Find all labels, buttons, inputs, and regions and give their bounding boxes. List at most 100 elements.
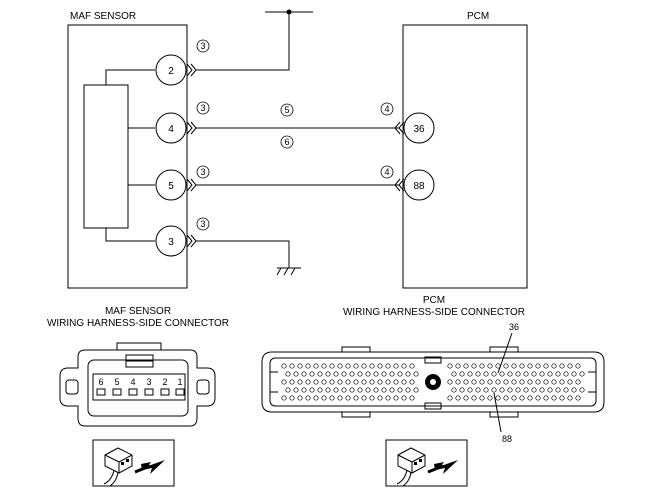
pcm-pin-cavity bbox=[471, 395, 477, 401]
pcm-pin-cavity bbox=[535, 395, 541, 401]
wire-pin3-ground bbox=[186, 234, 290, 268]
pcm-connector-caption: PCM WIRING HARNESS-SIDE CONNECTOR 36 88 bbox=[343, 295, 525, 444]
pcm-pin-cavity bbox=[475, 387, 481, 393]
svg-text:3: 3 bbox=[200, 219, 205, 229]
pcm-pin-cavity bbox=[385, 379, 391, 385]
pcm-pin-cavity bbox=[381, 387, 387, 393]
pcm-pin-cavity bbox=[401, 363, 407, 369]
pcm-pin-cavity bbox=[345, 363, 351, 369]
pcm-pin-cavity bbox=[321, 379, 327, 385]
pcm-pin-cavity bbox=[329, 395, 335, 401]
pcm-pin-cavity bbox=[459, 387, 465, 393]
pcm-pin-cavity bbox=[397, 387, 403, 393]
pcm-pin-cavity bbox=[579, 387, 585, 393]
pcm-pin-cavity bbox=[575, 363, 581, 369]
maf-connector-pins: 6 5 4 3 2 1 bbox=[96, 377, 185, 396]
pcm-pin-cavity bbox=[357, 371, 363, 377]
pcm-pin-cavity bbox=[353, 379, 359, 385]
svg-text:3: 3 bbox=[146, 377, 151, 387]
maf-connector-pin-1: 1 bbox=[175, 377, 185, 396]
pcm-pin-cavity bbox=[511, 363, 517, 369]
maf-pin-4: 4 bbox=[155, 112, 187, 144]
svg-text:4: 4 bbox=[130, 377, 135, 387]
pcm-pin-cavity bbox=[289, 395, 295, 401]
pcm-pin-cavity bbox=[369, 379, 375, 385]
pcm-pin-cavity bbox=[507, 387, 513, 393]
pcm-pin-cavity bbox=[487, 379, 493, 385]
maf-connector-caption: MAF SENSOR WIRING HARNESS-SIDE CONNECTOR bbox=[47, 306, 229, 329]
pcm-unit: PCM bbox=[402, 11, 528, 289]
pcm-pin-cavity bbox=[285, 371, 291, 377]
pcm-pin-cavity bbox=[483, 371, 489, 377]
pcm-pin-cavity bbox=[281, 379, 287, 385]
pcm-pin-cavity bbox=[459, 371, 465, 377]
pcm-pin-cavity bbox=[527, 379, 533, 385]
pcm-pin-cavity bbox=[349, 387, 355, 393]
pcm-pin-cavity bbox=[567, 379, 573, 385]
pcm-pin-cavity bbox=[471, 379, 477, 385]
maf-sensing-element bbox=[83, 84, 129, 229]
connector-view-arrow-icon bbox=[92, 439, 175, 487]
pcm-pin-cavity bbox=[499, 371, 505, 377]
pcm-pin-cavity bbox=[353, 395, 359, 401]
svg-text:5: 5 bbox=[114, 377, 119, 387]
pcm-pin-cavity bbox=[451, 387, 457, 393]
pcm-pin-cavity bbox=[357, 387, 363, 393]
pcm-pin-cavity bbox=[393, 395, 399, 401]
pcm-pin-cavity bbox=[567, 395, 573, 401]
pcm-pin-cavity bbox=[377, 379, 383, 385]
pcm-pin-cavity bbox=[503, 363, 509, 369]
svg-text:MAF SENSOR: MAF SENSOR bbox=[105, 306, 171, 317]
pcm-pin-cavity bbox=[409, 363, 415, 369]
svg-text:WIRING HARNESS-SIDE CONNECTOR: WIRING HARNESS-SIDE CONNECTOR bbox=[47, 318, 229, 329]
maf-pin-2: 2 bbox=[155, 54, 187, 86]
pcm-pin-cavity bbox=[341, 387, 347, 393]
maf-connector-pin-6: 6 bbox=[96, 377, 106, 396]
marker-5: 5 bbox=[280, 103, 294, 117]
svg-text:2: 2 bbox=[168, 66, 174, 77]
pcm-pin-cavity bbox=[317, 371, 323, 377]
pcm-callout-88: 88 bbox=[502, 434, 512, 444]
wire-pin4-to-pcm36 bbox=[186, 121, 405, 135]
pcm-pin-cavity bbox=[381, 371, 387, 377]
maf-connector-pin-4: 4 bbox=[128, 377, 138, 396]
pcm-pin-cavity bbox=[495, 363, 501, 369]
pcm-pin-cavity bbox=[341, 371, 347, 377]
pcm-pin-cavity bbox=[285, 387, 291, 393]
pcm-pin-36: 36 bbox=[403, 112, 435, 144]
pcm-pin-cavity bbox=[369, 395, 375, 401]
pcm-pin-cavity bbox=[559, 395, 565, 401]
svg-text:6: 6 bbox=[98, 377, 103, 387]
pcm-pin-cavity bbox=[455, 395, 461, 401]
pcm-pin-cavity bbox=[325, 387, 331, 393]
pcm-pin-cavity bbox=[377, 395, 383, 401]
marker-6: 6 bbox=[280, 135, 294, 149]
pcm-pin-cavity bbox=[361, 363, 367, 369]
pcm-pin-cavity bbox=[575, 379, 581, 385]
pcm-pin-88: 88 bbox=[403, 169, 435, 201]
maf-connector-pin-3: 3 bbox=[144, 377, 154, 396]
pcm-pin-cavity bbox=[373, 387, 379, 393]
pcm-pin-cavity bbox=[479, 379, 485, 385]
pcm-pin-cavity bbox=[455, 379, 461, 385]
pcm-pin-cavity bbox=[333, 371, 339, 377]
pcm-pin-cavity bbox=[535, 379, 541, 385]
pcm-pin-cavity bbox=[551, 395, 557, 401]
pcm-pin-cavity bbox=[551, 363, 557, 369]
pcm-pin-cavity bbox=[463, 395, 469, 401]
pcm-pin-cavity bbox=[313, 395, 319, 401]
pcm-pin-cavity bbox=[507, 371, 513, 377]
pcm-pin-cavity bbox=[309, 387, 315, 393]
marker-4-b: 4 bbox=[380, 165, 394, 179]
pcm-pin-cavity bbox=[373, 371, 379, 377]
pcm-pin-cavity bbox=[401, 379, 407, 385]
pcm-pin-cavity bbox=[451, 371, 457, 377]
pcm-pin-cavity bbox=[413, 387, 419, 393]
maf-connector-pin-5: 5 bbox=[112, 377, 122, 396]
pcm-pin-cavity bbox=[479, 395, 485, 401]
pcm-pin-cavity bbox=[293, 387, 299, 393]
svg-text:88: 88 bbox=[413, 181, 425, 192]
marker-3-c: 3 bbox=[196, 165, 210, 179]
pcm-pin-cavity bbox=[463, 379, 469, 385]
pcm-pin-cavity bbox=[491, 371, 497, 377]
